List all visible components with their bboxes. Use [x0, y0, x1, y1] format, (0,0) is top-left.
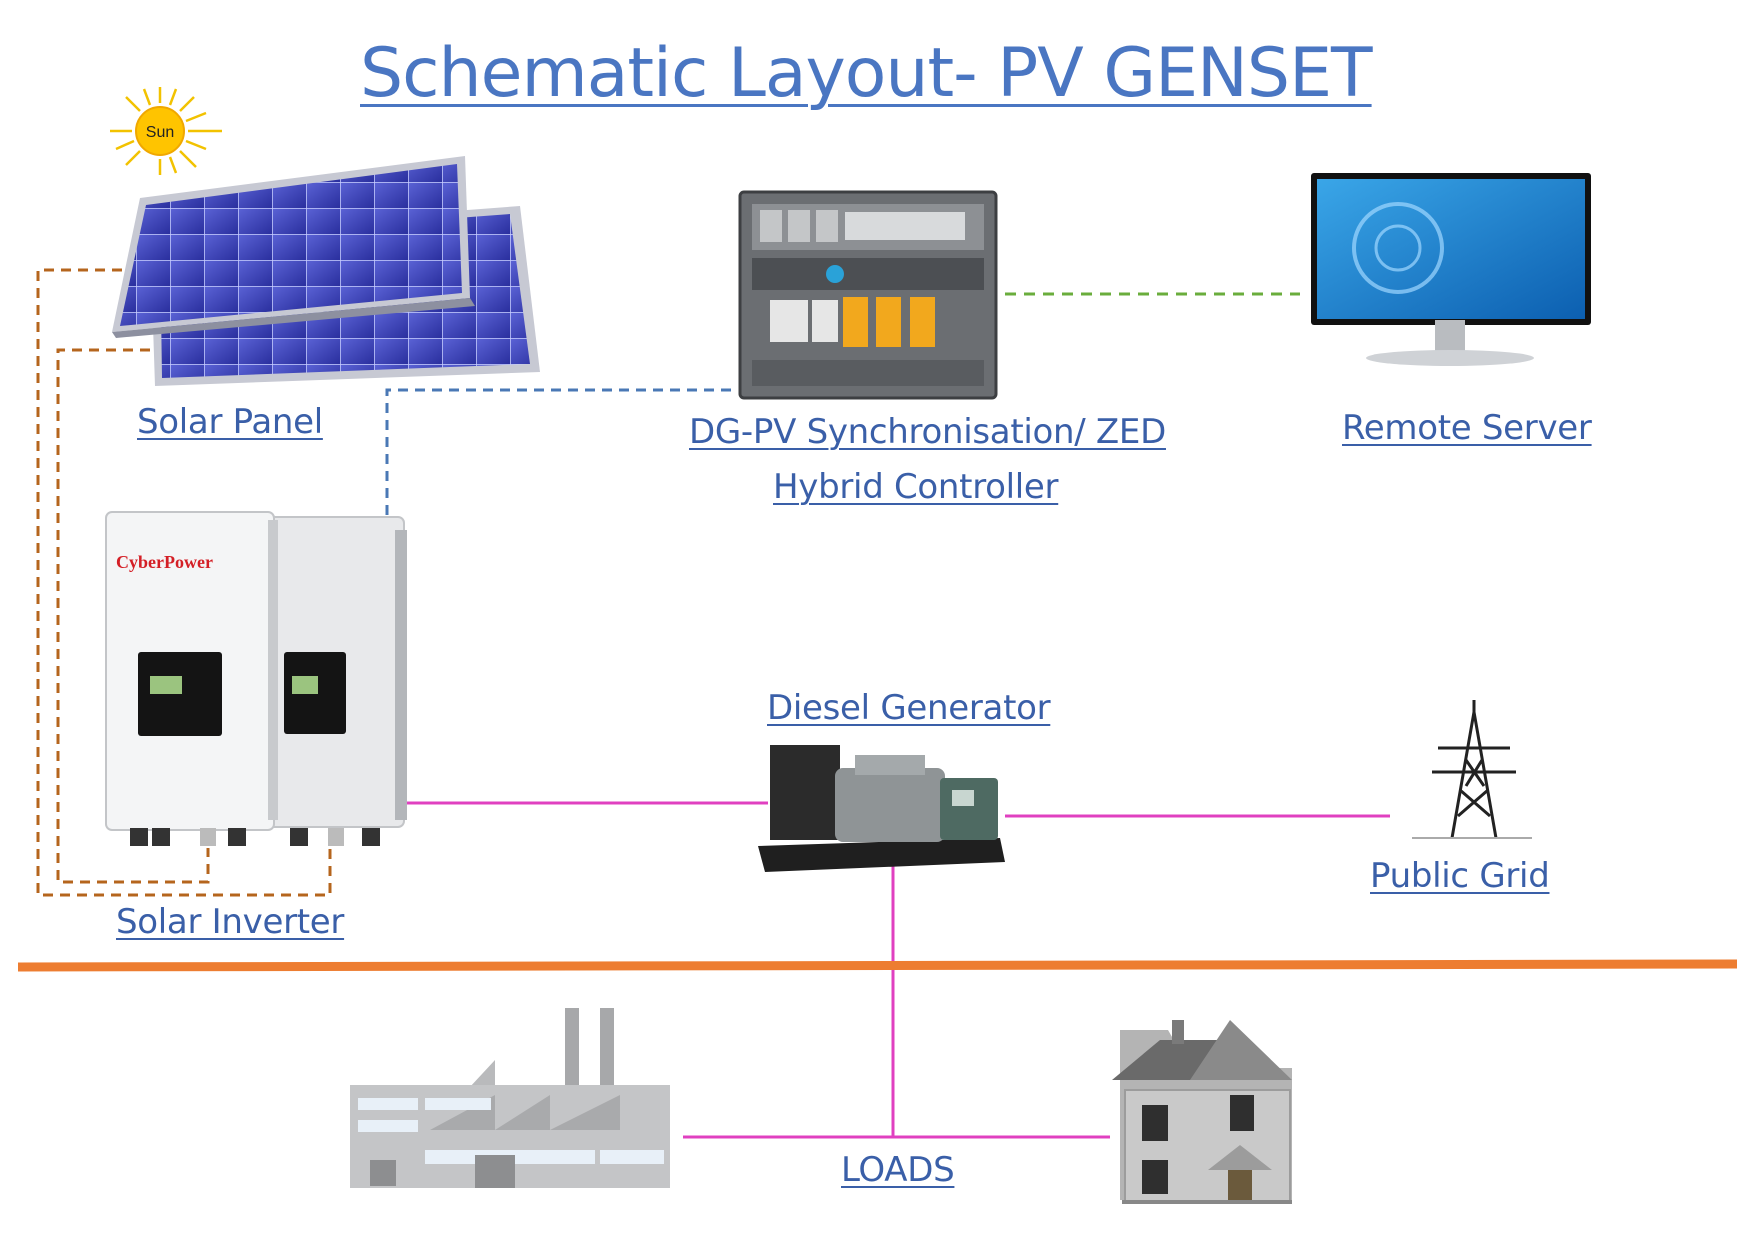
factory-icon — [350, 1008, 670, 1188]
transmission-tower-icon — [1412, 700, 1532, 839]
solar-panel-icon — [112, 156, 540, 386]
sun-icon: Sun — [110, 87, 222, 175]
solar-inverter-label: Solar Inverter — [116, 902, 345, 942]
diesel-generator-icon — [758, 745, 1005, 872]
hybrid-controller-icon — [738, 190, 998, 400]
dc-wiring — [36, 268, 332, 897]
diesel-generator-label: Diesel Generator — [767, 688, 1051, 728]
loads-label: LOADS — [841, 1150, 955, 1190]
sun-label: Sun — [146, 124, 174, 141]
remote-server-label: Remote Server — [1342, 408, 1592, 448]
public-grid-label: Public Grid — [1370, 856, 1550, 896]
remote-server-monitor-icon — [1311, 173, 1591, 366]
ac-wiring — [405, 801, 1390, 1139]
inverter-brand-text: CyberPower — [116, 552, 213, 572]
solar-panel-label: Solar Panel — [137, 402, 323, 442]
solar-inverter-icon: CyberPower — [105, 511, 407, 846]
controller-label-line1: DG-PV Synchronisation/ ZED — [689, 412, 1166, 452]
house-icon — [1112, 1020, 1292, 1204]
controller-label-line2: Hybrid Controller — [773, 467, 1059, 507]
inverter-controller-link — [385, 388, 735, 515]
page-title: Schematic Layout- PV GENSET — [360, 34, 1373, 113]
divider-line — [17, 959, 1738, 972]
